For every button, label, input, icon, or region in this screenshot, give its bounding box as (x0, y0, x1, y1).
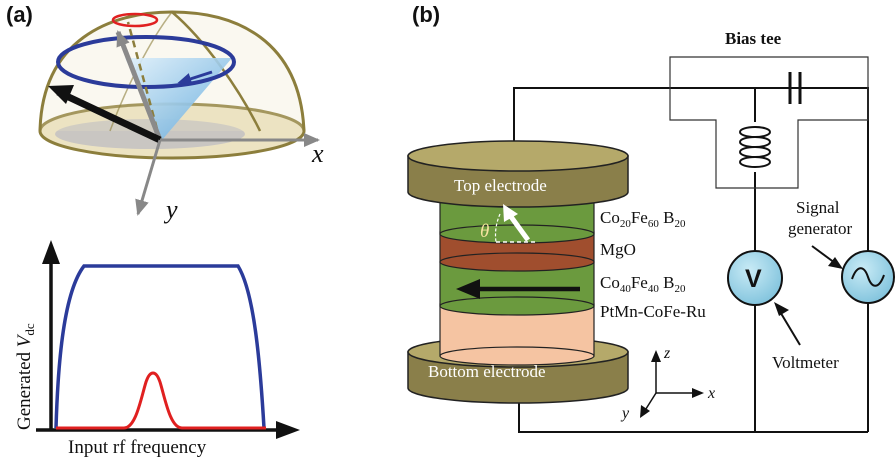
theta-label: θ (480, 221, 489, 242)
wire-top-electrode (513, 87, 757, 142)
coord-z-arrowhead (651, 350, 661, 362)
mtj-stack: Top electrode Bottom electrode θ (407, 140, 629, 404)
small-orbit (111, 12, 159, 28)
plot-x-arrowhead (276, 421, 300, 439)
narrow-response-curve (56, 371, 266, 430)
coordinate-axes: z x y (620, 345, 715, 422)
magnetization-dome: x y (38, 10, 324, 224)
voltmeter-pointer-head (774, 302, 789, 316)
vdc-plot: Generated Vdc Input rf frequency (14, 240, 300, 458)
signal-generator: Signal generator (788, 198, 895, 304)
layer-label-free: Co20Fe60 B20 (600, 208, 686, 230)
magnetization-vector (56, 88, 162, 144)
top-electrode-top (407, 140, 629, 172)
generator-pointer-head (828, 257, 843, 269)
sine-wave-icon (851, 267, 885, 287)
voltmeter-circle (727, 250, 783, 306)
circuit-wires (513, 56, 869, 433)
theta-arc (494, 213, 501, 243)
plot-x-label: Input rf frequency (68, 437, 207, 458)
bottom-electrode-label: Bottom electrode (428, 362, 546, 381)
coord-z-label: z (663, 345, 671, 362)
bias-tee-box (669, 56, 869, 189)
pinned-layer-ptmn-bottom (439, 346, 595, 366)
bias-tee-label: Bias tee (725, 29, 782, 48)
reference-layer-arrowhead (456, 279, 480, 299)
mgo-barrier-edge (439, 252, 595, 272)
panel-a: (a) x y (6, 2, 324, 458)
x-axis-label: x (311, 139, 324, 168)
voltmeter: V Voltmeter (727, 250, 839, 372)
effective-field-arrow (115, 30, 163, 141)
coord-y-arrowhead (640, 405, 650, 418)
coord-x-label: x (707, 385, 715, 402)
voltmeter-symbol: V (745, 265, 762, 293)
plot-y-label: Generated Vdc (14, 323, 37, 430)
reference-layer-edge (439, 296, 595, 316)
y-axis-label: y (163, 195, 178, 224)
plot-y-arrowhead (42, 240, 60, 264)
voltmeter-pointer (778, 309, 801, 346)
voltmeter-label: Voltmeter (772, 353, 839, 372)
free-layer-arrowhead (503, 204, 518, 222)
panel-b-label: (b) (412, 2, 440, 27)
free-layer-magnetization-arrow (506, 212, 531, 242)
generator-label-line1: Signal (796, 198, 840, 217)
layer-label-mgo: MgO (600, 240, 636, 259)
layer-label-reference: Co40Fe40 B20 (600, 273, 686, 295)
y-axis-line (135, 139, 162, 216)
top-electrode-label: Top electrode (454, 176, 547, 195)
orbit-direction-arrow (177, 70, 213, 85)
inductor-coil (739, 126, 771, 168)
coord-y-label: y (620, 405, 630, 422)
generator-label-line2: generator (788, 219, 853, 238)
wire-bottom-electrode (518, 394, 868, 433)
coord-x-arrowhead (692, 388, 704, 398)
equilibrium-axis (126, 21, 162, 141)
panel-a-label: (a) (6, 2, 33, 27)
magnetization-arrowhead (48, 85, 74, 104)
generator-pointer (811, 245, 836, 264)
wide-response-curve (54, 264, 266, 429)
layer-label-pinned: PtMn-CoFe-Ru (600, 302, 706, 321)
panel-b: (b) Bias tee (407, 2, 895, 433)
